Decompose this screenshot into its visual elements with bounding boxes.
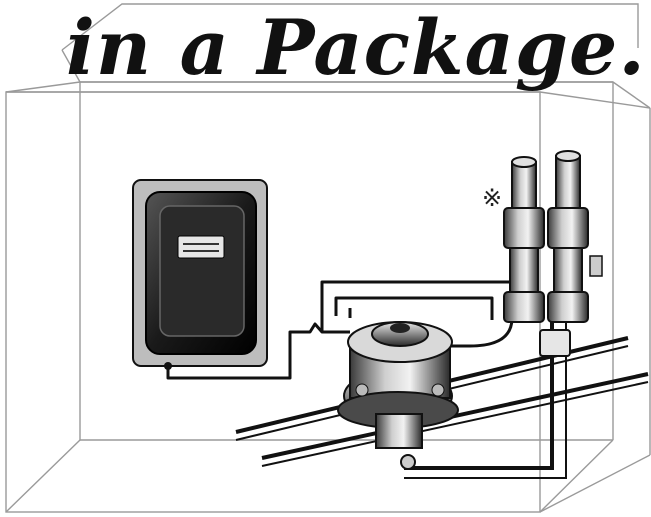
headline: in a Package... (66, 3, 651, 92)
control-panel (133, 180, 267, 370)
panel-label-plate (178, 236, 224, 258)
marker-symbol: ※ (482, 184, 502, 212)
pump-motor (338, 322, 458, 469)
